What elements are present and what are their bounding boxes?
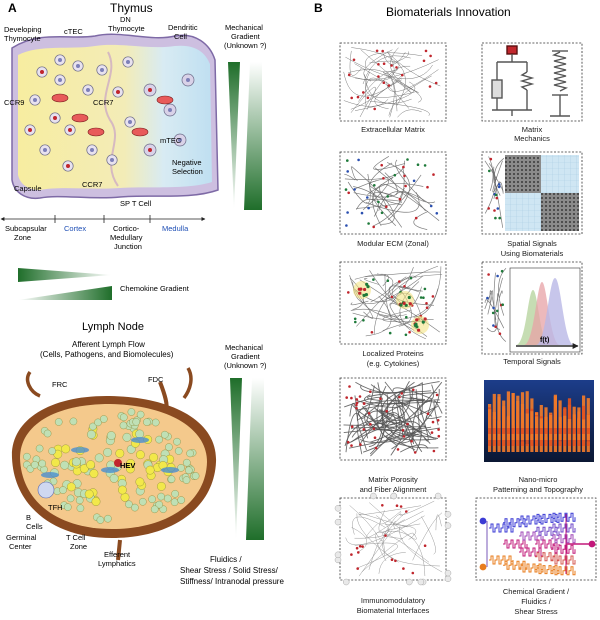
label-thymocyte: Thymocyte [4, 34, 41, 43]
caption-spatial-2: Using Biomaterials [501, 249, 564, 258]
localized-proteins-network [347, 265, 443, 340]
zone-subcapsular: Subcapsular [5, 224, 47, 233]
label-b-cells: Cells [26, 522, 43, 531]
nano-topography-image [484, 380, 594, 462]
matrix-mechanics-illustration [491, 45, 570, 117]
temporal-axis-label: f(t) [540, 337, 549, 344]
label-tfh: TFH [48, 503, 63, 512]
caption-nano-1: Nano-micro [519, 475, 558, 484]
label-ccr7-bottom: CCR7 [82, 180, 102, 189]
label-dn: DN [120, 15, 131, 24]
label-developing: Developing [4, 25, 42, 34]
label-germinal: Germinal [6, 533, 37, 542]
thymus-unknown: (Unknown ?) [224, 41, 267, 50]
caption-proteins-2: (e.g. Cytokines) [367, 359, 420, 368]
thymus-gradient-up [244, 62, 262, 210]
lymph-node-title: Lymph Node [82, 321, 144, 333]
fluidics-1: Fluidics / [210, 555, 242, 564]
caption-porosity-1: Matrix Porosity [368, 475, 418, 484]
label-ctec: cTEC [64, 27, 83, 36]
thymus-title: Thymus [110, 1, 153, 15]
chemokine-label: Chemokine Gradient [120, 284, 190, 293]
label-dendritic-cell: Cell [174, 32, 187, 41]
ln-gradient-down [230, 378, 242, 540]
zone-cortico: Cortico- [113, 224, 140, 233]
thymus-illustration [11, 33, 219, 200]
ln-mechanical: Mechanical [225, 343, 263, 352]
microfluidic-gradient-illustration [479, 512, 596, 576]
spatial-signals-illustration [484, 155, 579, 231]
caption-temporal: Temporal Signals [503, 357, 561, 366]
caption-chemical-2: Fluidics / [521, 597, 552, 606]
chemokine-wedge-bottom [18, 286, 112, 300]
tile-temporal-frame [481, 261, 583, 355]
chemokine-wedge-top [18, 268, 112, 282]
caption-chemical-3: Shear Stress [514, 607, 558, 616]
caption-porosity-2: and Fiber Alignment [360, 485, 428, 494]
zone-cortex: Cortex [64, 224, 86, 233]
label-selection: Selection [172, 167, 203, 176]
label-tcell-zone: Zone [70, 542, 87, 551]
label-b: B [26, 513, 31, 522]
label-tcell: T Cell [66, 533, 86, 542]
porosity-fiber-network [343, 380, 443, 457]
caption-chemical-1: Chemical Gradient / [503, 587, 570, 596]
caption-nano-2: Patterning and Topography [493, 485, 583, 494]
temporal-signals-illustration: f(t) [484, 267, 581, 353]
caption-proteins-1: Localized Proteins [362, 349, 424, 358]
label-sp-t-cell: SP T Cell [120, 199, 152, 208]
fluidics-2: Shear Stress / Solid Stress/ [180, 566, 279, 575]
ln-gradient: Gradient [231, 352, 261, 361]
immuno-interface-network [334, 492, 452, 586]
tile-mechanics-frame [481, 42, 583, 122]
label-dn-thymocyte: Thymocyte [108, 24, 145, 33]
panel-a-letter: A [8, 1, 17, 15]
tile-spatial-frame [481, 151, 583, 235]
ln-unknown: (Unknown ?) [224, 361, 267, 370]
label-ccr9: CCR9 [4, 98, 24, 107]
label-dendritic: Dendritic [168, 23, 198, 32]
zone-medullary: Medullary [110, 233, 143, 242]
modular-ecm-network [344, 156, 440, 230]
caption-spatial-1: Spatial Signals [507, 239, 557, 248]
label-capsule: Capsule [14, 184, 42, 193]
zone-subcapsular-zone: Zone [14, 233, 31, 242]
tile-chemical-frame [475, 497, 597, 581]
afferent-contents: (Cells, Pathogens, and Biomolecules) [40, 350, 174, 359]
panel-b-letter: B [314, 1, 323, 15]
caption-mechanics-1: Matrix [522, 125, 543, 134]
label-center: Center [9, 542, 32, 551]
panel-b-title: Biomaterials Innovation [386, 5, 511, 19]
thymus-mechanical: Mechanical [225, 23, 263, 32]
caption-modular: Modular ECM (Zonal) [357, 239, 429, 248]
label-fdc: FDC [148, 375, 164, 384]
caption-mechanics-2: Mechanics [514, 134, 550, 143]
tile-modular-frame [339, 151, 447, 235]
label-ccr7-top: CCR7 [93, 98, 113, 107]
caption-immuno-2: Biomaterial Interfaces [357, 606, 430, 615]
label-efferent: Efferent [104, 550, 131, 559]
tile-porosity-frame [339, 377, 447, 461]
afferent-flow: Afferent Lymph Flow [72, 340, 145, 349]
ln-gradient-up [246, 378, 264, 540]
thymus-gradient: Gradient [231, 32, 261, 41]
label-frc: FRC [52, 380, 68, 389]
lymph-node-illustration [11, 367, 217, 561]
caption-immuno-1: Immunomodulatory [361, 596, 425, 605]
caption-ecm: Extracellular Matrix [361, 125, 425, 134]
zone-medulla: Medulla [162, 224, 189, 233]
tile-proteins-frame [339, 261, 447, 345]
fluidics-3: Stiffness/ Intranodal pressure [180, 577, 284, 586]
zone-junction: Junction [114, 242, 142, 251]
label-lymphatics: Lymphatics [98, 559, 136, 568]
thymus-gradient-down [228, 62, 240, 210]
label-hev: HEV [120, 461, 135, 470]
ecm-fiber-network [343, 47, 441, 118]
label-negative: Negative [172, 158, 202, 167]
label-mtec: mTEC [160, 136, 182, 145]
tile-ecm-frame [339, 42, 447, 122]
tile-immuno-frame [339, 497, 447, 581]
